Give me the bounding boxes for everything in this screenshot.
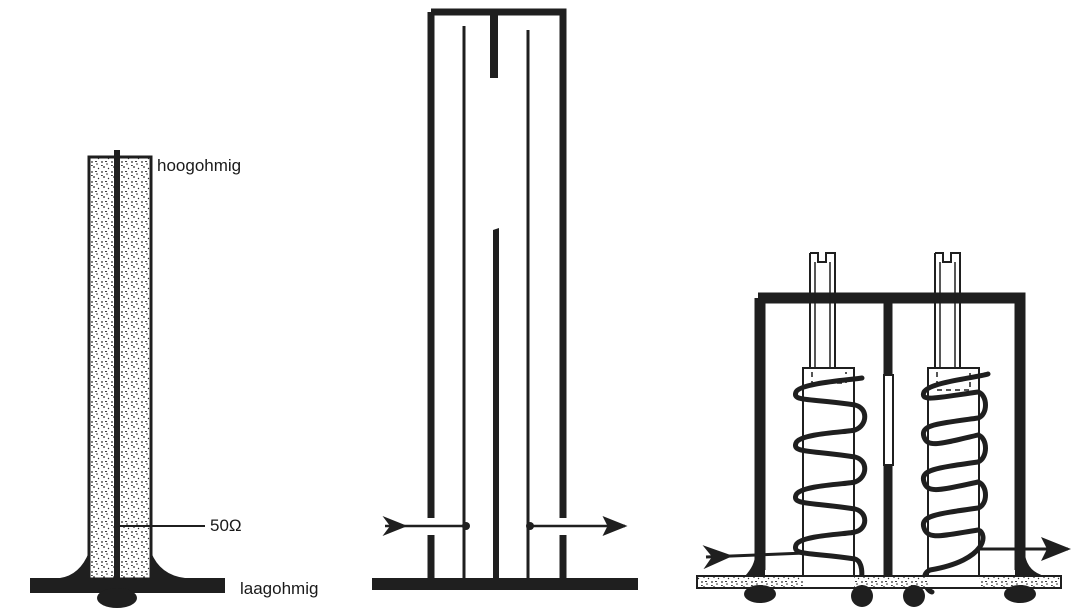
solder-joint-3: [903, 585, 925, 607]
interdigital-filter-figure: [372, 8, 638, 590]
tuning-slug-right: [934, 252, 961, 368]
solder-joint: [97, 588, 137, 608]
enclosure-top-right: [758, 292, 1026, 570]
helical-filter-figure: [696, 252, 1071, 607]
resonator-2-top: [490, 12, 498, 78]
solder-joint-1: [744, 585, 776, 603]
pcb-gap-right: [928, 576, 979, 588]
pcb-ground-strip: [696, 575, 1062, 589]
label-low-impedance: laagohmig: [240, 579, 319, 598]
pcb-gap-left: [803, 576, 854, 588]
solder-joint-2: [851, 585, 873, 607]
label-50-ohm-tap: 50Ω: [210, 516, 242, 535]
output-tap-dot: [526, 522, 534, 530]
enclosure-top-right: [431, 8, 567, 518]
slug-position-right: [936, 372, 971, 391]
helical-coil-right: [920, 371, 991, 595]
coupling-slot: [883, 374, 894, 466]
ground-plane-fillet: [30, 552, 225, 593]
helical-coil-left: [792, 375, 868, 595]
coax-transformer-figure: [30, 150, 225, 608]
solder-joint-4: [1004, 585, 1036, 603]
resonator-2-bottom: [493, 228, 499, 580]
tuning-slug-left: [809, 252, 836, 368]
ground-plane: [372, 578, 638, 590]
input-arrow: [702, 545, 806, 570]
label-high-impedance: hoogohmig: [157, 156, 242, 175]
input-tap-dot: [462, 522, 470, 530]
coil-former-right: [927, 367, 980, 579]
center-conductor: [114, 150, 120, 600]
